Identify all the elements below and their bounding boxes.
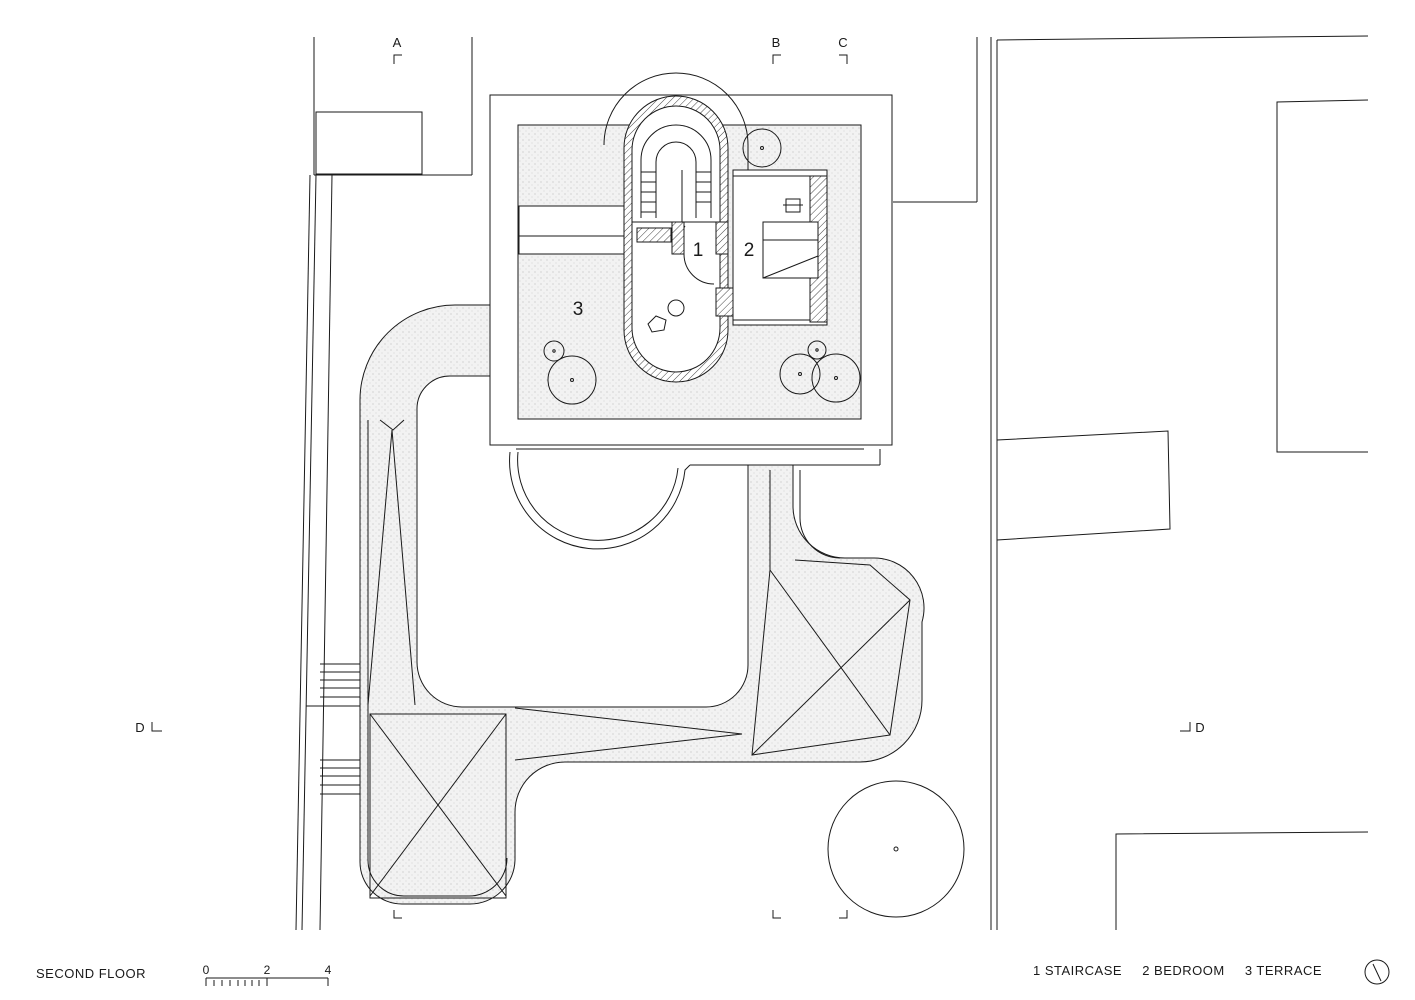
room-number-3: 3: [573, 299, 584, 320]
section-marker-c-top: C: [838, 35, 847, 50]
section-marker-a-top: A: [393, 35, 402, 50]
trees: [543, 128, 965, 918]
left-boundary: [295, 37, 473, 931]
section-marker-b-top: B: [772, 35, 781, 50]
right-neighbour: [893, 35, 1369, 930]
legend-item-staircase: 1 STAIRCASE: [1033, 963, 1123, 978]
scale-tick-2: 2: [264, 963, 271, 977]
section-marker-d-right: D: [1195, 720, 1204, 735]
scale-tick-4: 4: [325, 963, 332, 977]
lower-round-terrace: [509, 451, 691, 550]
roof-walkway: [359, 304, 925, 905]
scale-bar: [205, 977, 329, 986]
scale-tick-0: 0: [203, 963, 210, 977]
room-number-1: 1: [693, 240, 704, 261]
legend-item-terrace: 3 TERRACE: [1244, 963, 1323, 978]
bedroom: [715, 169, 828, 326]
section-brackets: [151, 54, 1191, 919]
room-number-2: 2: [744, 240, 755, 261]
staircase-tower: [603, 72, 749, 383]
room-legend: 1 STAIRCASE 2 BEDROOM 3 TERRACE: [1033, 963, 1322, 978]
section-marker-d-left: D: [135, 720, 144, 735]
north-arrow-icon: [1364, 959, 1390, 985]
legend-item-bedroom: 2 BEDROOM: [1142, 963, 1225, 978]
floor-title: SECOND FLOOR: [36, 966, 147, 981]
